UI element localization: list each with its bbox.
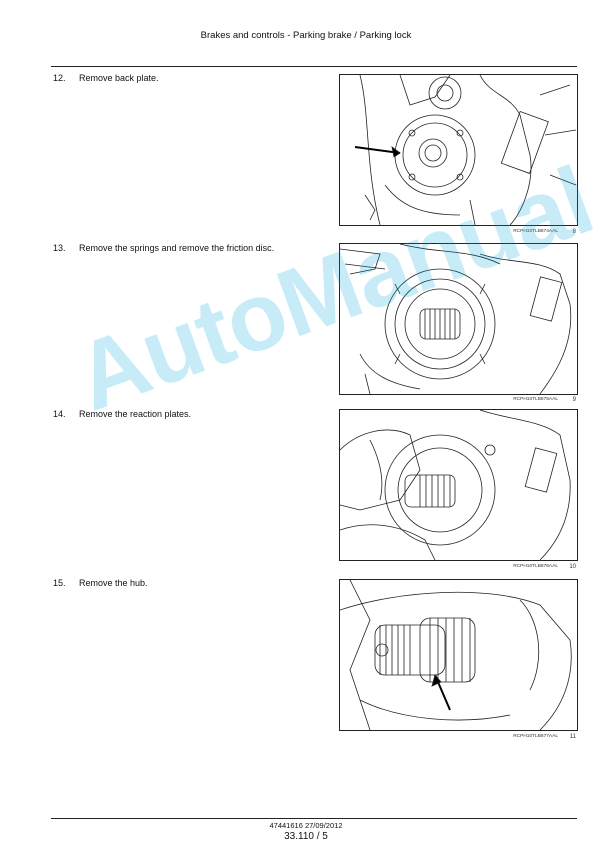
step-number: 14. <box>53 409 66 419</box>
figure-remove-back-plate <box>339 74 578 226</box>
step-number: 12. <box>53 73 66 83</box>
step-text: Remove the reaction plates. <box>79 409 192 419</box>
step-12: 12. Remove back plate. <box>53 73 159 83</box>
step-text: Remove the hub. <box>79 578 148 588</box>
step-15: 15. Remove the hub. <box>53 578 148 588</box>
figure-code: RCPH10TLB876AAL <box>513 564 558 569</box>
step-13: 13. Remove the springs and remove the fri… <box>53 243 274 253</box>
figure-remove-hub <box>339 579 578 731</box>
figure-number: 8 <box>572 229 576 235</box>
figure-number: 10 <box>569 564 576 570</box>
step-text: Remove the springs and remove the fricti… <box>79 243 275 253</box>
step-number: 15. <box>53 578 66 588</box>
figure-code: RCPH10TLB874AAL <box>513 229 558 234</box>
step-14: 14. Remove the reaction plates. <box>53 409 191 419</box>
figure-number: 11 <box>569 734 576 740</box>
figure-number: 9 <box>572 397 576 403</box>
page-header-title: Brakes and controls - Parking brake / Pa… <box>200 30 412 41</box>
figure-remove-reaction-plates <box>339 409 578 561</box>
footer-rule <box>51 818 577 819</box>
figure-code: RCPH10TLB877AAL <box>513 734 558 739</box>
header-rule <box>51 66 577 67</box>
figure-code: RCPH10TLB875AAL <box>513 397 558 402</box>
step-text: Remove back plate. <box>79 73 159 83</box>
figure-remove-springs-friction-disc <box>339 243 578 395</box>
footer-page-number: 33.110 / 5 <box>284 831 328 842</box>
footer-doc-code: 47441616 27/09/2012 <box>269 821 343 830</box>
step-number: 13. <box>53 243 66 253</box>
